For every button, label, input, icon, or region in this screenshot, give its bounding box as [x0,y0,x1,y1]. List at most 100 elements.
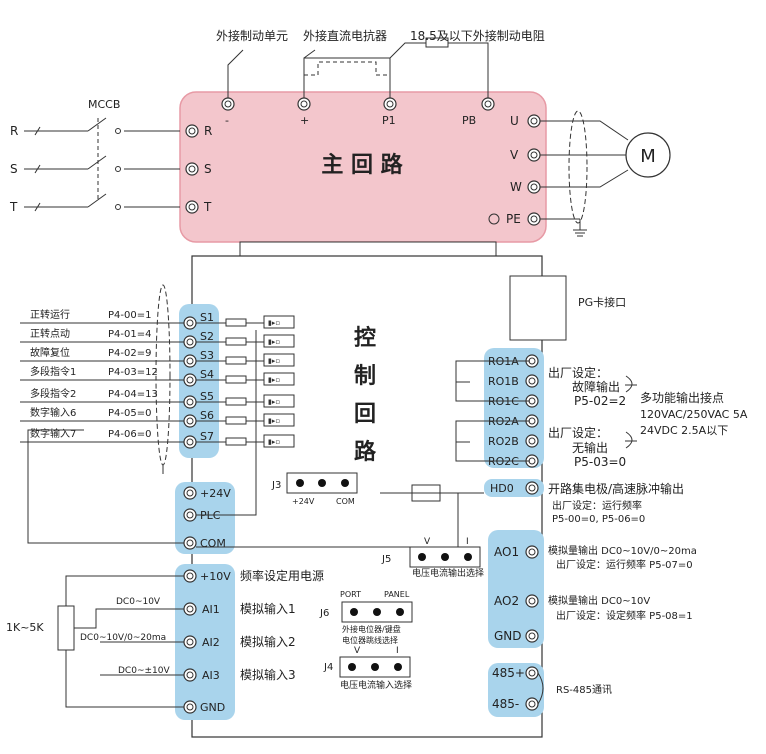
power-strip [175,482,235,554]
hdo-title: 开路集电极/高速脉冲输出 [548,481,684,496]
terminal-24v [183,486,197,500]
terminal-gnd [183,700,197,714]
j6-port-label: PORT [340,590,361,599]
input-name-2: 正转点动 [30,327,70,340]
dc3-label: DC0~±10V [118,666,170,676]
terminal-gnd-ao [525,629,539,643]
input-term-5: S5 [200,390,214,403]
input-t: T [9,200,18,214]
gnd-label: GND [200,701,225,714]
j6-label: J6 [319,608,329,619]
p1-label: P1 [382,114,396,127]
pg-card-label: PG卡接口 [578,296,626,309]
rs485-p-label: 485+ [492,666,525,680]
terminal-w [527,180,541,194]
ao1-setting: 出厂设定：运行频率 P5-07=0 [556,558,693,571]
input-s: S [10,162,18,176]
relay-set2-code: P5-03=0 [574,455,626,469]
terminal-s2 [183,335,197,349]
u-label: U [510,114,519,128]
j4-v-label: V [354,646,361,656]
terminal-s4 [183,373,197,387]
ai2-desc: 模拟输入2 [240,634,296,649]
j5-caption: 电压电流输出选择 [412,567,484,579]
input-name-1: 正转运行 [30,308,70,321]
optocoupler-icon: ▮▸▫ [268,319,280,327]
input-code-3: P4-02=9 [108,348,151,359]
terminal-ai3 [183,668,197,682]
ao1-desc: 模拟量输出 DC0~10V/0~20ma [548,544,697,557]
input-term-6: S6 [200,409,214,422]
input-term-2: S2 [200,330,214,343]
terminal-neg [221,97,235,111]
j3-left-label: +24V [292,497,315,506]
ao1-label: AO1 [494,545,519,559]
motor-label: M [640,146,656,167]
input-code-7: P4-06=0 [108,429,151,440]
terminal-r [185,124,199,138]
ai1-desc: 模拟输入1 [240,601,296,616]
neg-label: - [225,114,229,127]
input-name-5: 多段指令2 [30,387,76,400]
ai2-label: AI2 [202,636,220,649]
ai3-desc: 模拟输入3 [240,667,296,682]
dc1-label: DC0~10V [116,597,161,607]
terminal-485n [525,697,539,711]
j4-caption: 电压电流输入选择 [340,679,412,691]
input-name-6: 数字输入6 [30,406,76,419]
j6-caption1: 外接电位器/键盘 [342,624,401,634]
pg-card-box [509,275,567,341]
terminal-pos [297,97,311,111]
input-r: R [10,124,18,138]
relay-label-ro2b: RO2B [488,435,519,448]
input-term-1: S1 [200,311,214,324]
relay-set1-title: 出厂设定： [548,365,608,380]
input-code-1: P4-00=1 [108,310,151,321]
terminal-ro2b [525,434,539,448]
terminal-ao1 [525,545,539,559]
relay-set1-code: P5-02=2 [574,394,626,408]
main-circuit-title: 主 回 路 [321,152,403,178]
input-code-4: P4-03=12 [108,367,158,378]
terminal-s7 [183,435,197,449]
com-label: COM [200,537,226,550]
terminal-p1 [383,97,397,111]
input-code-6: P4-05=0 [108,408,151,419]
input-name-7: 数字输入7 [30,427,76,440]
hdo-setting: 出厂设定：运行频率 [552,499,642,512]
input-term-3: S3 [200,349,214,362]
j5-label: J5 [381,554,391,565]
input-name-3: 故障复位 [30,346,70,359]
rs485-n-label: 485- [492,697,519,711]
terminal-s [185,162,199,176]
optocoupler-icon: ▮▸▫ [268,438,280,446]
control-title-2: 制 [354,364,376,389]
mccb-label: MCCB [88,98,120,111]
dc-reactor-label: 外接直流电抗器 [303,28,387,43]
input-term-7: S7 [200,430,214,443]
ground-icon [488,213,500,225]
pos-label: + [300,114,309,127]
multi-output-spec1: 120VAC/250VAC 5A [640,408,748,421]
terminal-pb [481,97,495,111]
brake-unit-label: 外接制动单元 [216,28,288,43]
input-code-5: P4-04=13 [108,389,158,400]
main-r-label: R [204,124,212,138]
ao2-desc: 模拟量输出 DC0~10V [548,594,650,607]
relay-set2-value: 无输出 [572,440,608,455]
terminal-v [527,148,541,162]
relay-label-ro1b: RO1B [488,375,519,388]
terminal-pe [527,212,541,226]
pe-label: PE [506,212,521,226]
terminal-s3 [183,354,197,368]
optocoupler-icon: ▮▸▫ [268,398,280,406]
hdo-code: P5-00=0, P5-06=0 [552,514,645,525]
j3-right-label: COM [336,497,355,506]
optocoupler-icon: ▮▸▫ [268,357,280,365]
multi-output-title: 多功能输出接点 [640,390,724,405]
terminal-ao2 [525,594,539,608]
brake-resistor-label: 18.5及以下外接制动电阻 [410,28,545,43]
terminal-s1 [183,316,197,330]
terminal-u [527,114,541,128]
j6-panel-label: PANEL [384,590,410,599]
